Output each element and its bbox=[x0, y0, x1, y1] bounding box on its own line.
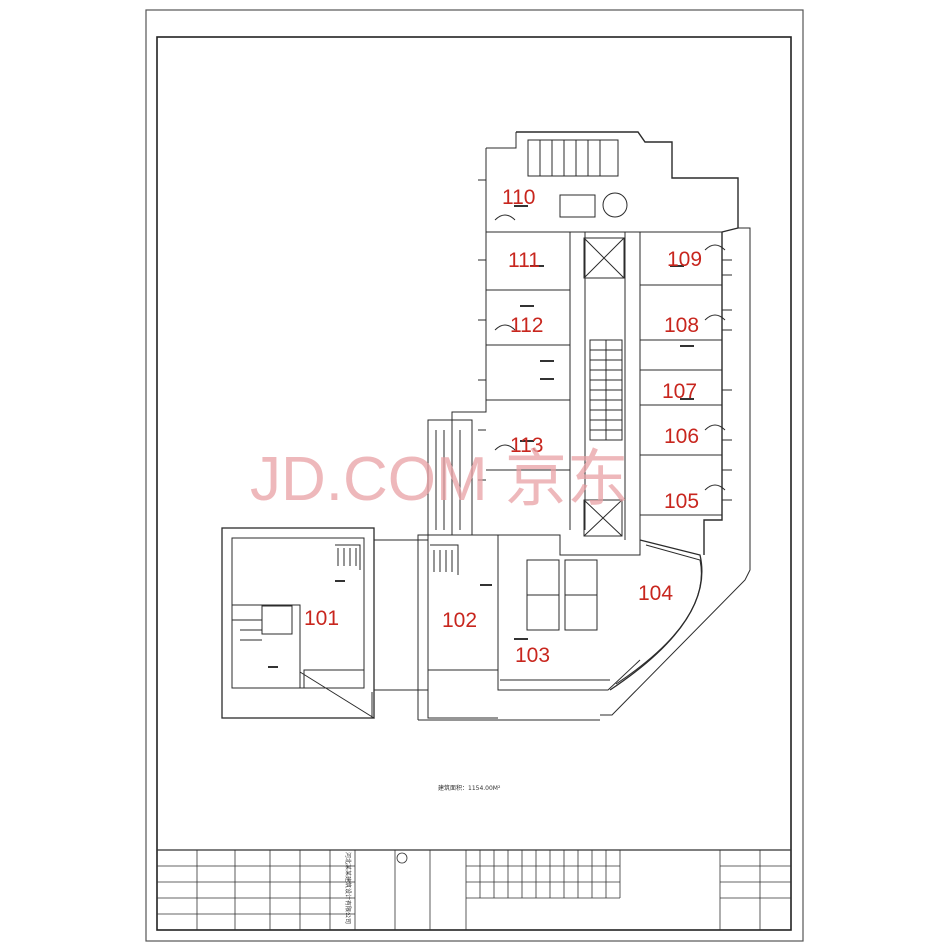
inner-border bbox=[156, 36, 792, 931]
room-112: 112 bbox=[510, 314, 543, 337]
room-101: 101 bbox=[304, 607, 339, 630]
room-102: 102 bbox=[442, 609, 477, 632]
area-note: 建筑面积：1154.00M² bbox=[438, 784, 501, 792]
room-105: 105 bbox=[664, 490, 699, 513]
room-109: 109 bbox=[667, 248, 702, 271]
building-plan bbox=[221, 131, 751, 721]
room-106: 106 bbox=[664, 425, 699, 448]
room-104: 104 bbox=[638, 582, 673, 605]
room-103: 103 bbox=[515, 644, 550, 667]
outer-border bbox=[145, 9, 804, 942]
room-113: 113 bbox=[510, 434, 543, 457]
watermark: JD.COM 京东 bbox=[250, 445, 629, 514]
plan-annotations bbox=[268, 205, 694, 668]
title-block bbox=[157, 849, 791, 930]
room-labels: 110 111 109 112 108 107 106 113 105 104 … bbox=[304, 186, 702, 667]
room-107: 107 bbox=[662, 380, 697, 403]
company-name: 河北某某建筑设计有限公司 bbox=[344, 852, 352, 924]
room-108: 108 bbox=[664, 314, 699, 337]
room-110: 110 bbox=[502, 186, 535, 209]
room-111: 111 bbox=[508, 249, 540, 272]
